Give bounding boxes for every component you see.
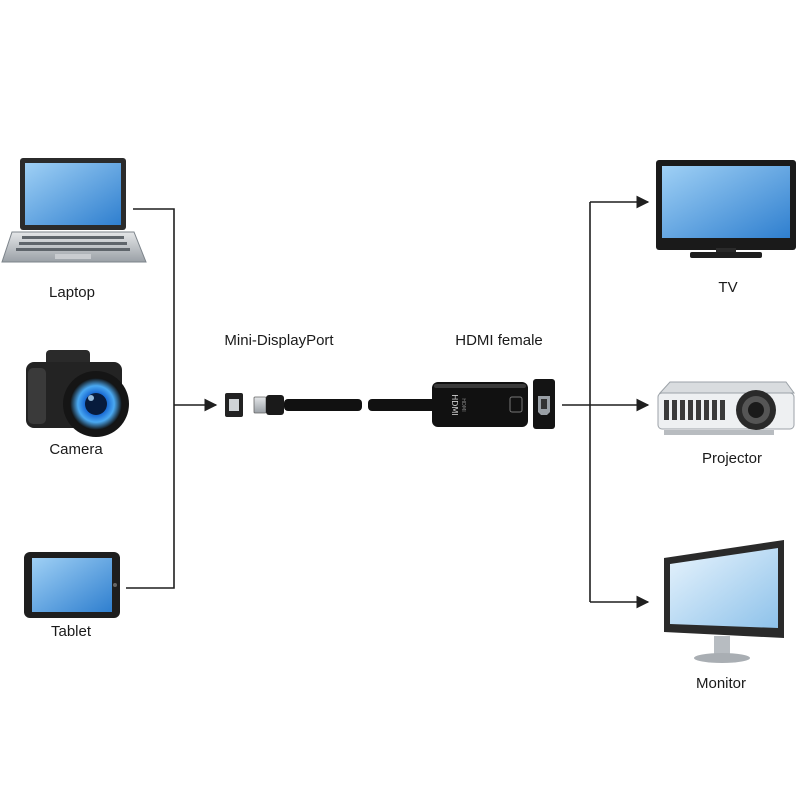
laptop-label: Laptop: [49, 284, 95, 301]
tablet-label: Tablet: [50, 623, 92, 640]
hdmi-body-subtext: HDMI: [460, 398, 466, 411]
mini-displayport-connector: [225, 393, 362, 417]
source-connector-lines: [126, 208, 218, 589]
target-connector-lines: [562, 195, 650, 609]
mini-displayport-label: Mini-DisplayPort: [224, 332, 334, 349]
hdmi-female-label: HDMI female: [455, 332, 543, 349]
hdmi-adapter-body: HDMI HDMI: [368, 382, 528, 427]
monitor-icon: [664, 540, 784, 663]
laptop-icon: [1, 158, 147, 263]
projector-label: Projector: [701, 450, 763, 467]
hdmi-female-port: [533, 379, 555, 429]
projector-icon: [657, 381, 795, 435]
monitor-label: Monitor: [695, 675, 747, 692]
camera-label: Camera: [49, 441, 103, 458]
tablet-icon: [24, 552, 120, 618]
tv-label: TV: [718, 279, 738, 296]
hdmi-body-text: HDMI: [450, 394, 459, 415]
camera-icon: [26, 350, 129, 437]
tv-icon: [656, 160, 796, 258]
